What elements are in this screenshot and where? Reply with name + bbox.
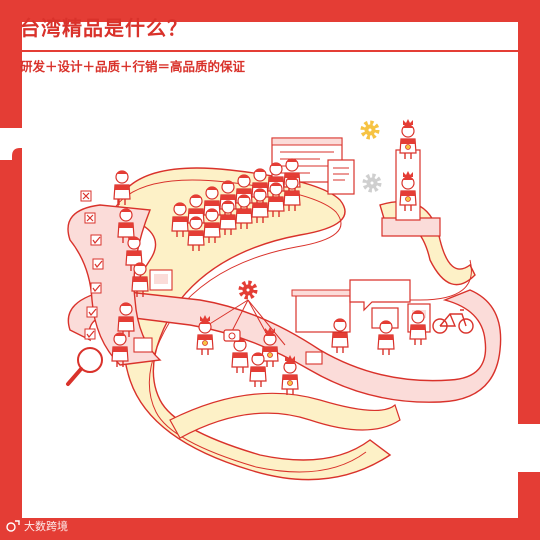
magnifier-icon bbox=[66, 347, 103, 386]
document-icon bbox=[327, 159, 355, 195]
idea-network bbox=[197, 283, 298, 395]
watermark: 大数跨境 bbox=[6, 518, 68, 534]
product-boxes bbox=[133, 269, 323, 365]
page-title: 台湾精品是什么？ bbox=[20, 16, 188, 40]
watermark-logo-icon bbox=[6, 520, 20, 532]
cloud-decoration-right bbox=[470, 424, 540, 472]
x-platform bbox=[169, 392, 401, 439]
cloud-decoration-left bbox=[0, 128, 44, 160]
podium bbox=[381, 149, 441, 237]
bicycle-icon bbox=[432, 309, 474, 334]
gear-icon-grey bbox=[365, 176, 379, 190]
gear-icon bbox=[363, 123, 377, 137]
speech-bubble-icon bbox=[349, 279, 411, 312]
camera-icon bbox=[223, 329, 241, 342]
page-subtitle: 研发＋设计＋品质＋行销＝高品质的保证 bbox=[20, 59, 246, 74]
presentation-board bbox=[291, 289, 355, 333]
title-divider bbox=[20, 50, 520, 52]
watermark-text: 大数跨境 bbox=[24, 520, 68, 533]
